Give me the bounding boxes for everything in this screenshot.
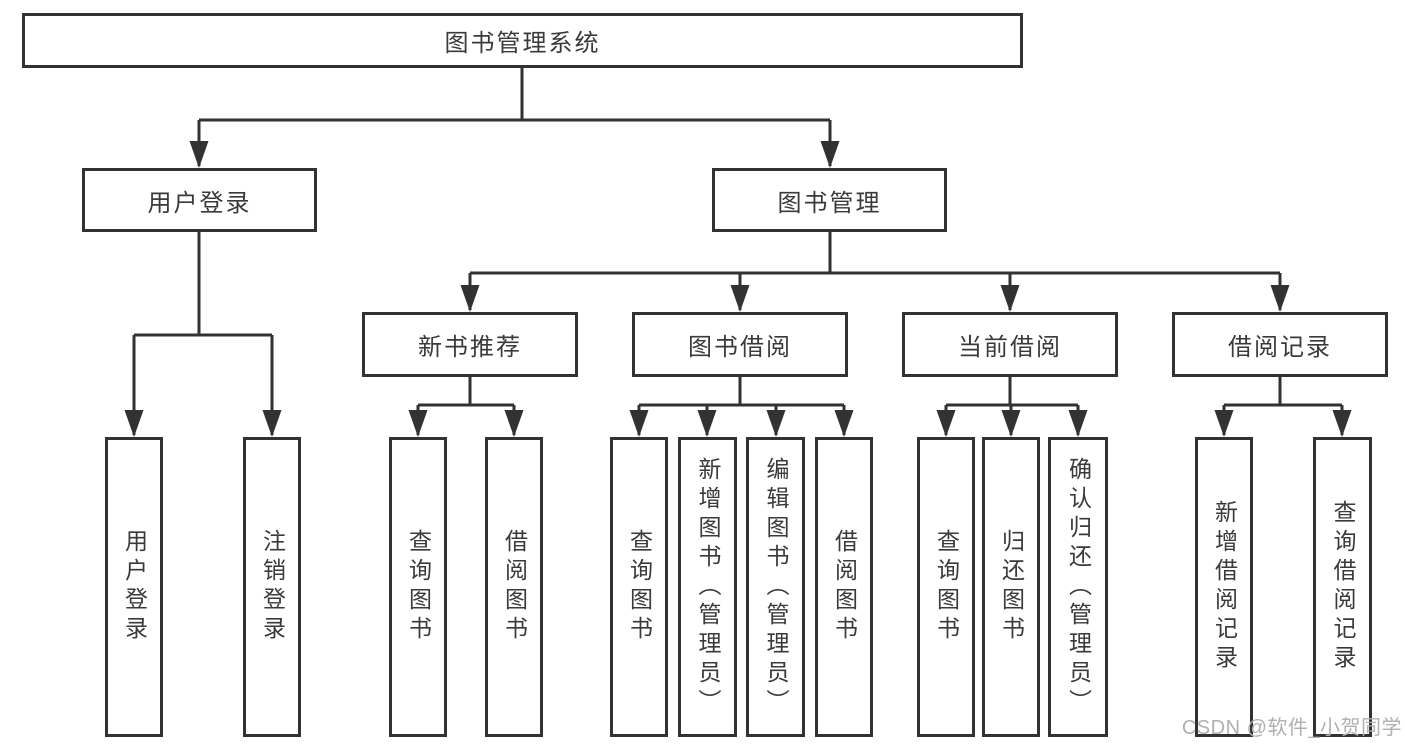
- node-label: 用户登录: [121, 529, 148, 645]
- node-label: 查询图书: [933, 529, 960, 645]
- arrowhead-icon: [504, 410, 524, 437]
- arrowhead-icon: [1000, 285, 1020, 312]
- node-label: 用户登录: [147, 189, 252, 217]
- node-label: 图书管理系统: [444, 30, 601, 57]
- leaf-edit-books-admin: 编辑图书（管理员）: [746, 437, 805, 737]
- arrowhead-icon: [1214, 410, 1234, 437]
- leaf-add-books-admin: 新增图书（管理员）: [678, 437, 737, 737]
- node-label: 查询图书: [626, 529, 653, 645]
- node-label: 归还图书: [998, 529, 1025, 645]
- node-label: 确认归还（管理员）: [1065, 456, 1092, 718]
- node-label: 新增图书（管理员）: [695, 456, 721, 718]
- connector-book-borrowing-to-leaves: [637, 377, 846, 435]
- arrowhead-icon: [460, 285, 480, 312]
- node-label: 编辑图书（管理员）: [763, 456, 789, 718]
- arrowhead-icon: [1332, 410, 1352, 437]
- arrowhead-icon: [1270, 285, 1290, 312]
- arrowhead-icon: [262, 410, 282, 437]
- node-label: 借阅记录: [1228, 334, 1332, 361]
- leaf-return-books: 归还图书: [982, 437, 1040, 737]
- leaf-query-books-current: 查询图书: [917, 437, 975, 737]
- arrowhead-icon: [697, 410, 717, 437]
- node-user-login-module: 用户登录: [82, 168, 317, 232]
- node-label: 借阅图书: [831, 529, 858, 645]
- leaf-logout: 注销登录: [243, 437, 301, 737]
- leaf-confirm-return-admin: 确认归还（管理员）: [1048, 437, 1108, 737]
- arrowhead-icon: [766, 410, 786, 437]
- leaf-query-borrow-record: 查询借阅记录: [1313, 437, 1372, 737]
- node-label: 查询图书: [405, 529, 432, 645]
- node-book-management-module: 图书管理: [712, 168, 947, 232]
- connector-new-book-recommendation-to-leaves: [416, 377, 516, 435]
- node-label: 新书推荐: [418, 334, 522, 361]
- connector-root-to-level2: [197, 68, 832, 166]
- node-label: 查询借阅记录: [1330, 500, 1356, 674]
- arrowhead-icon: [1068, 410, 1088, 437]
- leaf-user-login: 用户登录: [105, 437, 163, 737]
- node-label: 注销登录: [259, 529, 286, 645]
- node-label: 借阅图书: [501, 529, 528, 645]
- arrowhead-icon: [1001, 410, 1021, 437]
- node-label: 图书管理: [777, 189, 882, 217]
- node-library-management-system: 图书管理系统: [22, 13, 1023, 68]
- leaf-add-borrow-record: 新增借阅记录: [1195, 437, 1253, 737]
- node-label: 当前借阅: [958, 334, 1062, 361]
- node-book-borrowing: 图书借阅: [632, 312, 848, 377]
- leaf-borrow-books-borrowing: 借阅图书: [815, 437, 873, 737]
- connector-book-management-to-level3: [468, 232, 1282, 310]
- arrowhead-icon: [730, 285, 750, 312]
- node-new-book-recommendation: 新书推荐: [362, 312, 578, 377]
- connector-borrowing-records-to-leaves: [1222, 377, 1344, 435]
- arrowhead-icon: [124, 410, 144, 437]
- node-label: 图书借阅: [688, 334, 792, 361]
- arrowhead-icon: [629, 410, 649, 437]
- node-current-borrowing: 当前借阅: [902, 312, 1118, 377]
- arrowhead-icon: [408, 410, 428, 437]
- leaf-borrow-books-recommend: 借阅图书: [485, 437, 543, 737]
- node-label: 新增借阅记录: [1211, 500, 1238, 674]
- arrowhead-icon: [834, 410, 854, 437]
- leaf-query-books-borrowing: 查询图书: [610, 437, 668, 737]
- connector-user-login-to-leaves: [132, 232, 274, 435]
- node-borrowing-records: 借阅记录: [1172, 312, 1388, 377]
- arrowhead-icon: [189, 141, 209, 168]
- leaf-query-books-recommend: 查询图书: [389, 437, 447, 737]
- watermark: CSDN @软件_小贺同学: [1181, 717, 1402, 739]
- arrowhead-icon: [820, 141, 840, 168]
- arrowhead-icon: [936, 410, 956, 437]
